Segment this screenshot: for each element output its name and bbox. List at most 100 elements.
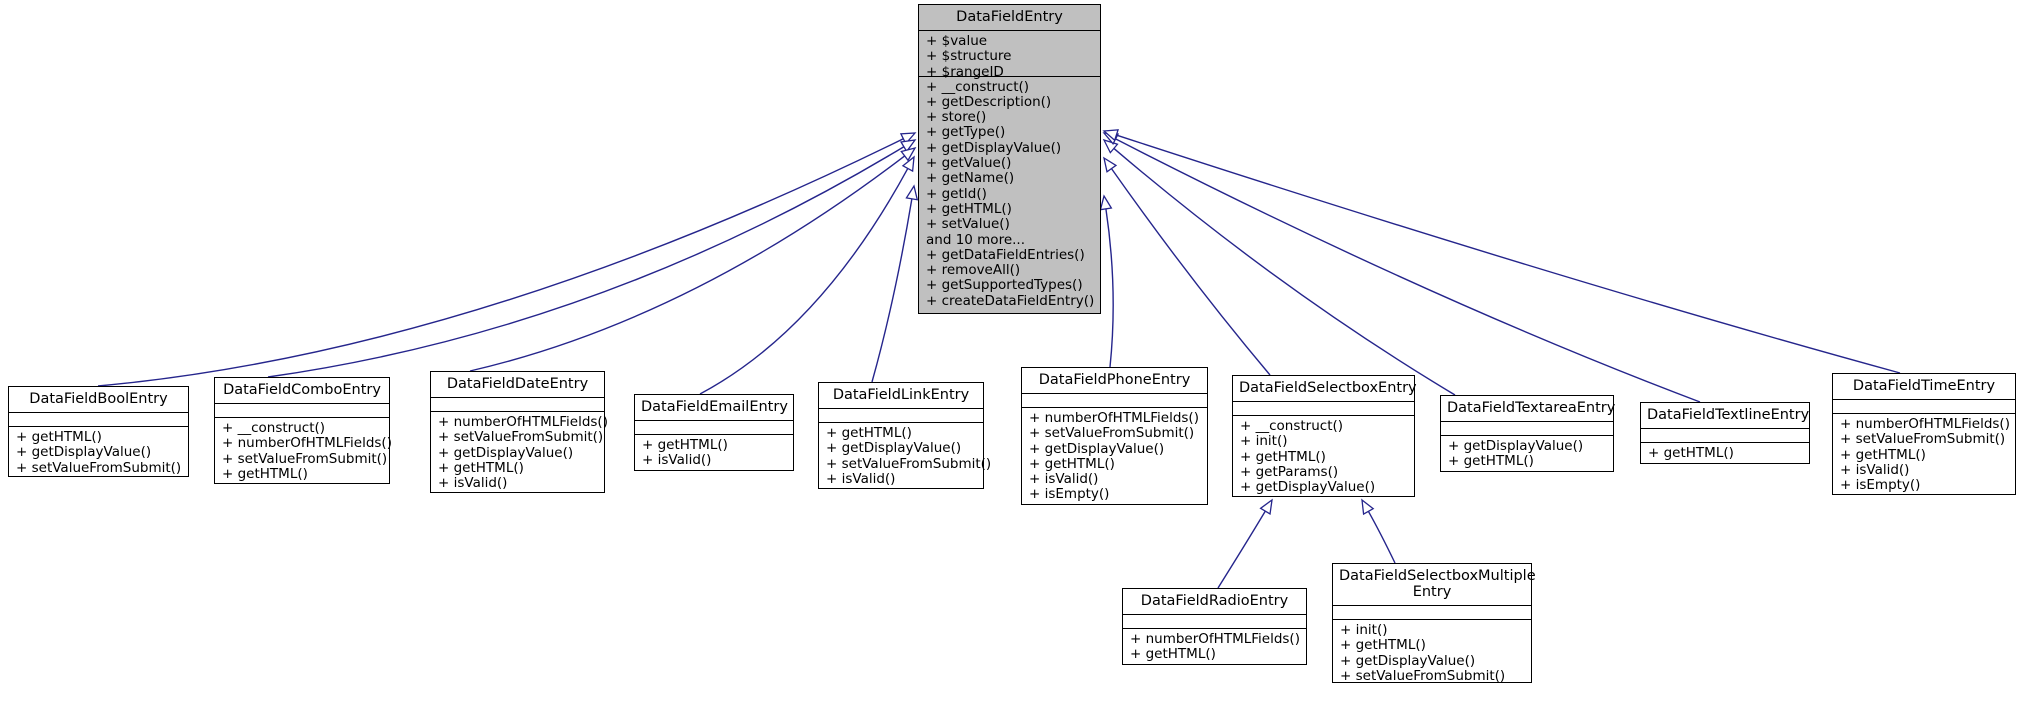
class-operations-textarea: + getDisplayValue()+ getHTML() xyxy=(1441,436,1613,474)
class-operation: + getValue() xyxy=(926,155,1012,172)
class-attribute: + $rangeID xyxy=(926,63,1004,80)
edge-selectboxmultiple-to-selectbox xyxy=(1361,498,1396,564)
class-operations-email: + getHTML()+ isValid() xyxy=(635,435,793,473)
edge-textline-to-root xyxy=(1102,132,1701,403)
class-operation: + getHTML() xyxy=(642,437,728,453)
edge-link-to-root xyxy=(871,184,919,383)
class-operation: + getDisplayValue() xyxy=(826,440,962,457)
class-operation: + setValueFromSubmit() xyxy=(1840,431,2006,448)
class-operation: + setValueFromSubmit() xyxy=(1340,667,1506,684)
class-operation: + setValueFromSubmit() xyxy=(222,450,388,467)
class-operations-selectbox: + __construct()+ init()+ getHTML()+ getP… xyxy=(1233,416,1414,499)
class-attributes-email xyxy=(635,421,793,435)
class-operation: + getParams() xyxy=(1240,463,1339,480)
edge-selectbox-to-root xyxy=(1103,156,1271,376)
class-name-textline: DataFieldTextlineEntry xyxy=(1641,403,1809,429)
class-operation: + getName() xyxy=(926,170,1015,187)
edge-time-to-root xyxy=(1102,129,1901,374)
class-node-email[interactable]: DataFieldEmailEntry+ getHTML()+ isValid(… xyxy=(634,394,794,471)
class-attributes-phone xyxy=(1022,394,1207,408)
class-node-selectbox[interactable]: DataFieldSelectboxEntry+ __construct()+ … xyxy=(1232,375,1417,499)
edge-radio-to-selectbox xyxy=(1217,498,1273,589)
class-attribute: + $structure xyxy=(926,48,1012,65)
class-operation: + getDescription() xyxy=(926,93,1052,110)
class-operation: + numberOfHTMLFields() xyxy=(222,435,392,452)
inheritance-line xyxy=(1116,134,1901,374)
class-operations-selectboxmultiple: + init()+ getHTML()+ getDisplayValue()+ … xyxy=(1333,620,1531,688)
inheritance-arrowhead xyxy=(900,146,917,162)
class-node-phone[interactable]: DataFieldPhoneEntry + numberOfHTMLFields(… xyxy=(1021,367,1208,505)
class-operation: + numberOfHTMLFields() xyxy=(1130,631,1300,647)
inheritance-arrowhead xyxy=(1102,129,1119,142)
class-attributes-textline xyxy=(1641,429,1809,443)
class-attributes-combo xyxy=(215,404,389,418)
class-operation: + getHTML() xyxy=(438,459,524,476)
class-operation: + createDataFieldEntry() xyxy=(926,292,1095,309)
class-node-bool[interactable]: DataFieldBoolEntry+ getHTML()+ getDispla… xyxy=(8,386,189,477)
class-name-selectboxmultiple: DataFieldSelectboxMultiple Entry xyxy=(1333,564,1536,606)
class-operation: + getDataFieldEntries() xyxy=(926,246,1085,263)
inheritance-line xyxy=(1110,168,1271,376)
class-operations-combo: + __construct()+ numberOfHTMLFields()+ s… xyxy=(215,418,392,486)
class-name-phone: DataFieldPhoneEntry xyxy=(1022,368,1207,394)
class-operation: + getHTML() xyxy=(1130,646,1216,663)
class-operation: + getSupportedTypes() xyxy=(926,277,1083,294)
class-attributes-time xyxy=(1833,400,2015,414)
class-node-textarea[interactable]: DataFieldTextareaEntry + getDisplayValue(… xyxy=(1440,395,1615,474)
class-name-time: DataFieldTimeEntry xyxy=(1833,374,2015,400)
inheritance-line xyxy=(1113,147,1456,396)
class-operations-root: + __construct()+ getDescription()+ store… xyxy=(919,77,1100,313)
class-operations-radio: + numberOfHTMLFields()+ getHTML() xyxy=(1123,629,1306,667)
class-operation: + isEmpty() xyxy=(1840,477,1921,494)
class-operation: + setValue() xyxy=(926,216,1010,233)
class-operation: + getHTML() xyxy=(16,429,102,445)
inheritance-line xyxy=(1217,510,1266,589)
class-operation: + setValueFromSubmit() xyxy=(1029,425,1195,442)
class-name-textarea: DataFieldTextareaEntry xyxy=(1441,396,1615,422)
class-operations-link: + getHTML()+ getDisplayValue()+ setValue… xyxy=(819,423,991,491)
class-name-combo: DataFieldComboEntry xyxy=(215,378,389,404)
class-operation: + store() xyxy=(926,109,987,126)
inheritance-line xyxy=(699,168,909,395)
class-operation: + getDisplayValue() xyxy=(16,444,152,461)
class-node-time[interactable]: DataFieldTimeEntry+ numberOfHTMLFields()… xyxy=(1832,373,2016,495)
inheritance-arrowhead xyxy=(899,132,917,145)
class-operations-phone: + numberOfHTMLFields()+ setValueFromSubm… xyxy=(1022,408,1207,507)
class-operation: + setValueFromSubmit() xyxy=(438,429,604,446)
class-name-date: DataFieldDateEntry xyxy=(431,372,604,398)
class-operation: + getId() xyxy=(926,185,987,202)
inheritance-arrowhead xyxy=(899,139,917,153)
class-operation: + getDisplayValue() xyxy=(1340,652,1476,669)
edge-combo-to-root xyxy=(267,139,917,378)
class-node-textline[interactable]: DataFieldTextlineEntry+ getHTML() xyxy=(1640,402,1810,464)
class-attributes-root: + $value+ $structure+ $rangeID xyxy=(919,31,1100,80)
class-node-radio[interactable]: DataFieldRadioEntry+ numberOfHTMLFields(… xyxy=(1122,588,1307,665)
class-operation: + init() xyxy=(1240,433,1288,450)
class-attribute: + $value xyxy=(926,33,988,49)
class-operation: + getDisplayValue() xyxy=(1029,440,1165,457)
class-operation: + getHTML() xyxy=(222,465,308,482)
class-operation: + __construct() xyxy=(926,78,1030,95)
edge-bool-to-root xyxy=(97,132,917,387)
class-operation: + isValid() xyxy=(826,470,896,487)
class-node-date[interactable]: DataFieldDateEntry + numberOfHTMLFields()… xyxy=(430,371,608,495)
class-node-root[interactable]: DataFieldEntry+ $value+ $structure+ $ran… xyxy=(918,4,1101,314)
class-operation: + isValid() xyxy=(438,475,508,492)
class-attributes-date xyxy=(431,398,604,412)
class-node-link[interactable]: DataFieldLinkEntry+ getHTML()+ getDispla… xyxy=(818,382,991,491)
class-node-combo[interactable]: DataFieldComboEntry + __construct()+ numb… xyxy=(214,377,392,486)
class-operation: + getType() xyxy=(926,124,1006,141)
class-attributes-selectbox xyxy=(1233,402,1414,416)
class-operation: + getDisplayValue() xyxy=(1240,479,1376,496)
inheritance-line xyxy=(267,146,905,378)
class-node-selectboxmultiple[interactable]: DataFieldSelectboxMultiple Entry+ init()… xyxy=(1332,563,1536,684)
class-operation: + isValid() xyxy=(642,452,712,469)
inheritance-line xyxy=(1105,208,1114,368)
inheritance-arrowhead xyxy=(901,155,915,173)
class-name-selectbox: DataFieldSelectboxEntry xyxy=(1233,376,1417,402)
class-operation: + __construct() xyxy=(1240,418,1344,434)
class-operations-date: + numberOfHTMLFields()+ setValueFromSubm… xyxy=(431,412,608,495)
inheritance-arrowhead xyxy=(1103,156,1118,173)
class-operation: + getHTML() xyxy=(1448,453,1534,470)
